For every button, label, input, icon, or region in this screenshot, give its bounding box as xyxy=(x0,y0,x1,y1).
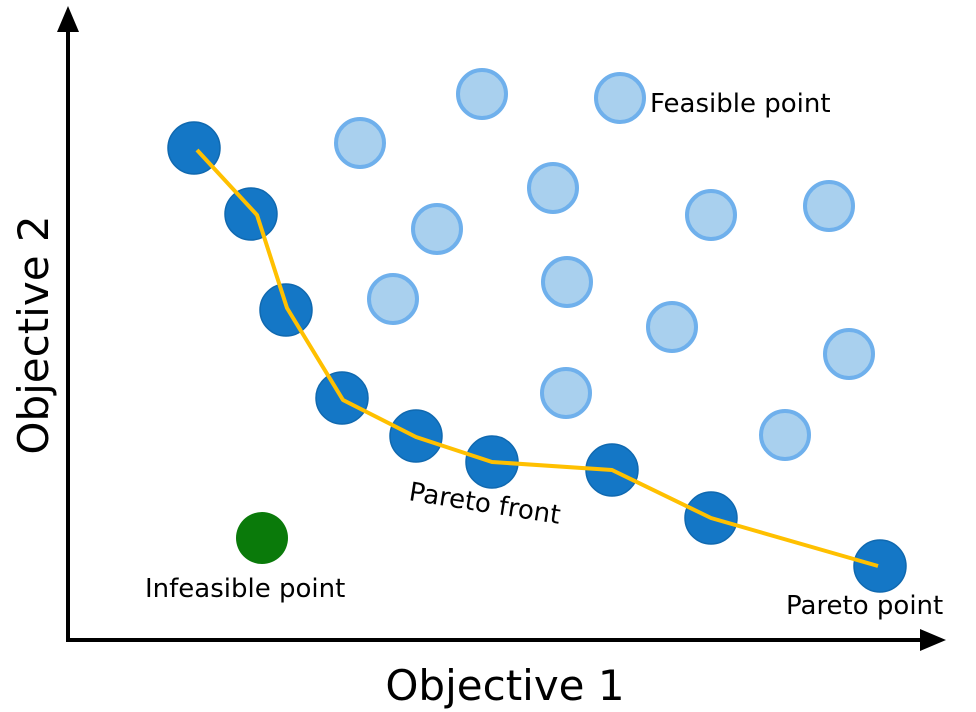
pareto-front-line xyxy=(195,148,879,568)
feasible-point xyxy=(541,256,593,308)
axes xyxy=(57,6,946,651)
feasible-point-label: Feasible point xyxy=(650,89,831,119)
infeasible-point-label: Infeasible point xyxy=(145,574,345,604)
y-axis-title: Objective 2 xyxy=(9,215,58,454)
feasible-points xyxy=(334,68,875,461)
feasible-point xyxy=(334,117,386,169)
feasible-point xyxy=(594,72,646,124)
pareto-point xyxy=(853,539,907,593)
feasible-point xyxy=(803,180,855,232)
feasible-point xyxy=(540,367,592,419)
y-axis-arrow-icon xyxy=(57,6,79,32)
feasible-point xyxy=(823,328,875,380)
feasible-point xyxy=(367,273,419,325)
feasible-point xyxy=(759,409,811,461)
pareto-point xyxy=(224,187,278,241)
feasible-point xyxy=(527,162,579,214)
x-axis-title: Objective 1 xyxy=(385,661,624,710)
feasible-point xyxy=(411,203,463,255)
x-axis-arrow-icon xyxy=(920,629,946,651)
feasible-point xyxy=(685,189,737,241)
infeasible-point xyxy=(236,512,288,564)
feasible-point xyxy=(646,301,698,353)
feasible-point xyxy=(456,68,508,120)
pareto-point-label: Pareto point xyxy=(786,591,943,621)
